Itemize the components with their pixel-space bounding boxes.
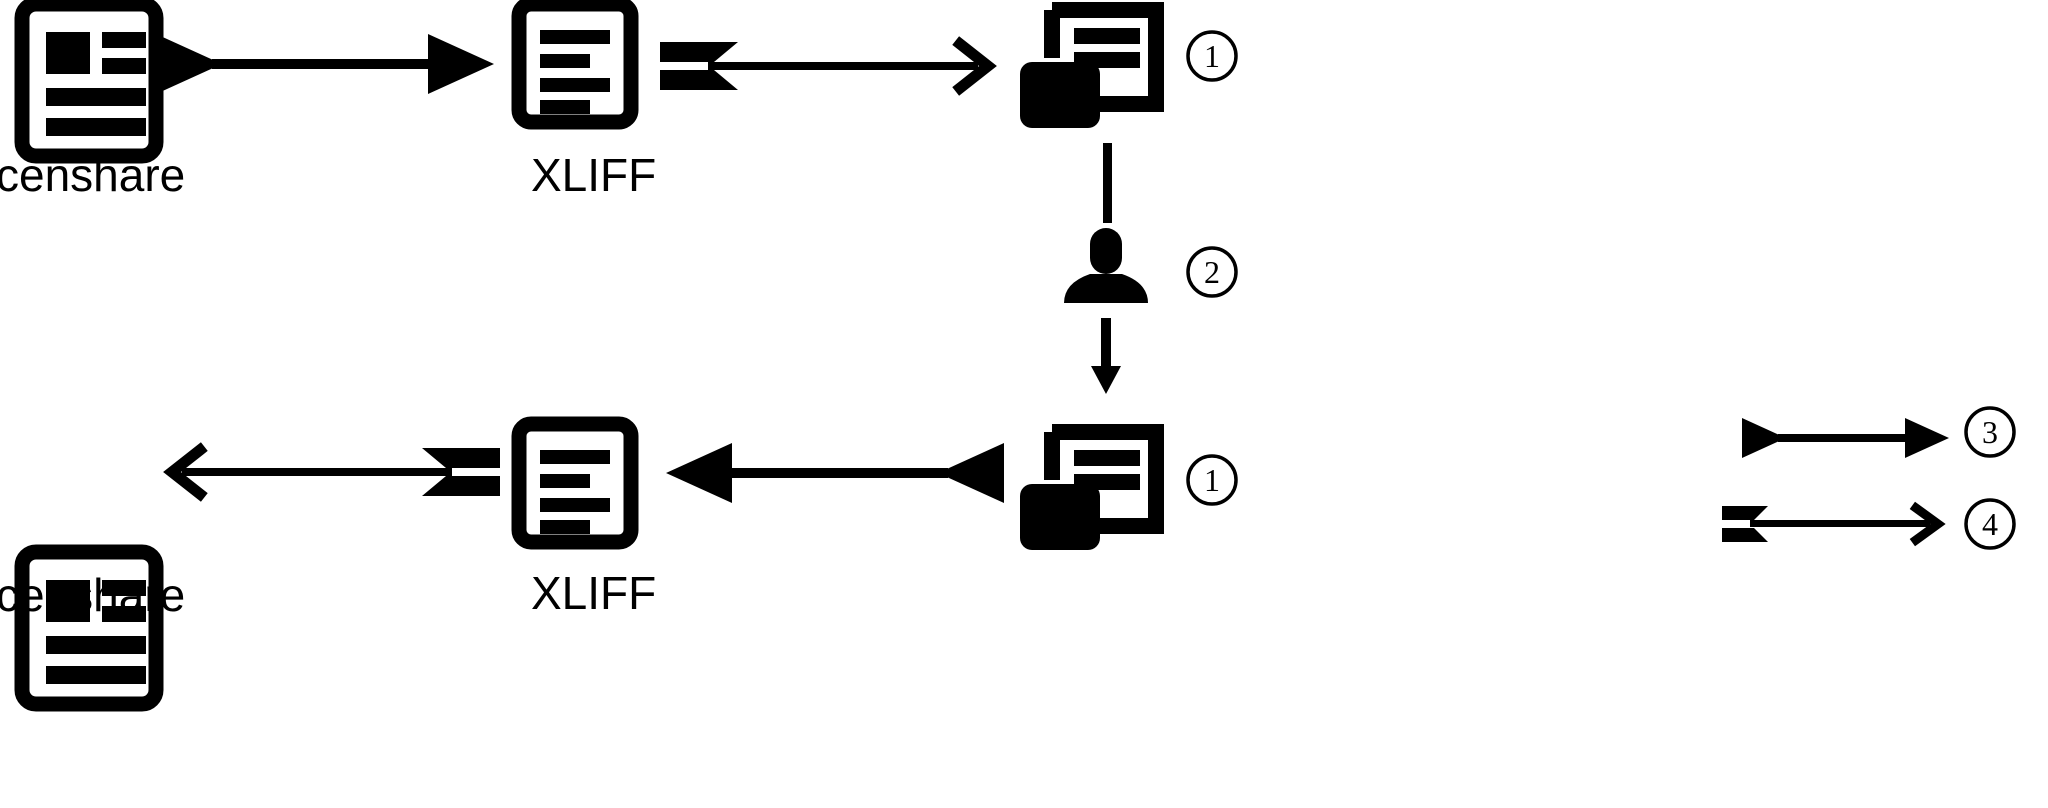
label-censhare-bottom: censhare — [0, 569, 186, 621]
label-xliff-top: XLIFF — [531, 149, 657, 201]
legend-marker-circle-3: 3 — [1962, 404, 2018, 460]
xliff-document-icon-top — [511, 0, 642, 130]
marker-circle-translator: 2 — [1184, 244, 1240, 300]
marker-circle-copy-top: 1 — [1184, 28, 1240, 84]
svg-text:3: 3 — [1982, 414, 1998, 450]
marker-circle-copy-bottom: 1 — [1184, 452, 1240, 508]
person-icon-translator — [1060, 228, 1150, 303]
legend-item-fletched — [1722, 500, 1952, 548]
svg-text:1: 1 — [1204, 462, 1220, 498]
connector-arrow-down-from-person — [1085, 318, 1129, 398]
document-icon-censhare-bottom — [14, 544, 174, 713]
legend-marker-circle-4: 4 — [1962, 496, 2018, 552]
label-xliff-bottom: XLIFF — [531, 567, 657, 619]
label-censhare-top: censhare — [0, 149, 186, 201]
connector-solid-triangle-arrow-bottom — [660, 437, 1010, 509]
copy-documents-icon-top — [1014, 0, 1164, 130]
xliff-document-icon-bottom — [511, 416, 642, 550]
legend-item-solid-triangle — [1738, 410, 1953, 466]
copy-documents-icon-bottom — [1014, 422, 1164, 552]
connector-fletched-arrow-top — [660, 34, 1000, 98]
connector-solid-triangle-arrow-top — [150, 28, 500, 100]
svg-text:1: 1 — [1204, 38, 1220, 74]
connector-line-to-person — [1099, 143, 1115, 223]
svg-text:4: 4 — [1982, 506, 1998, 542]
svg-text:2: 2 — [1204, 254, 1220, 290]
connector-fletched-arrow-bottom — [150, 440, 500, 504]
